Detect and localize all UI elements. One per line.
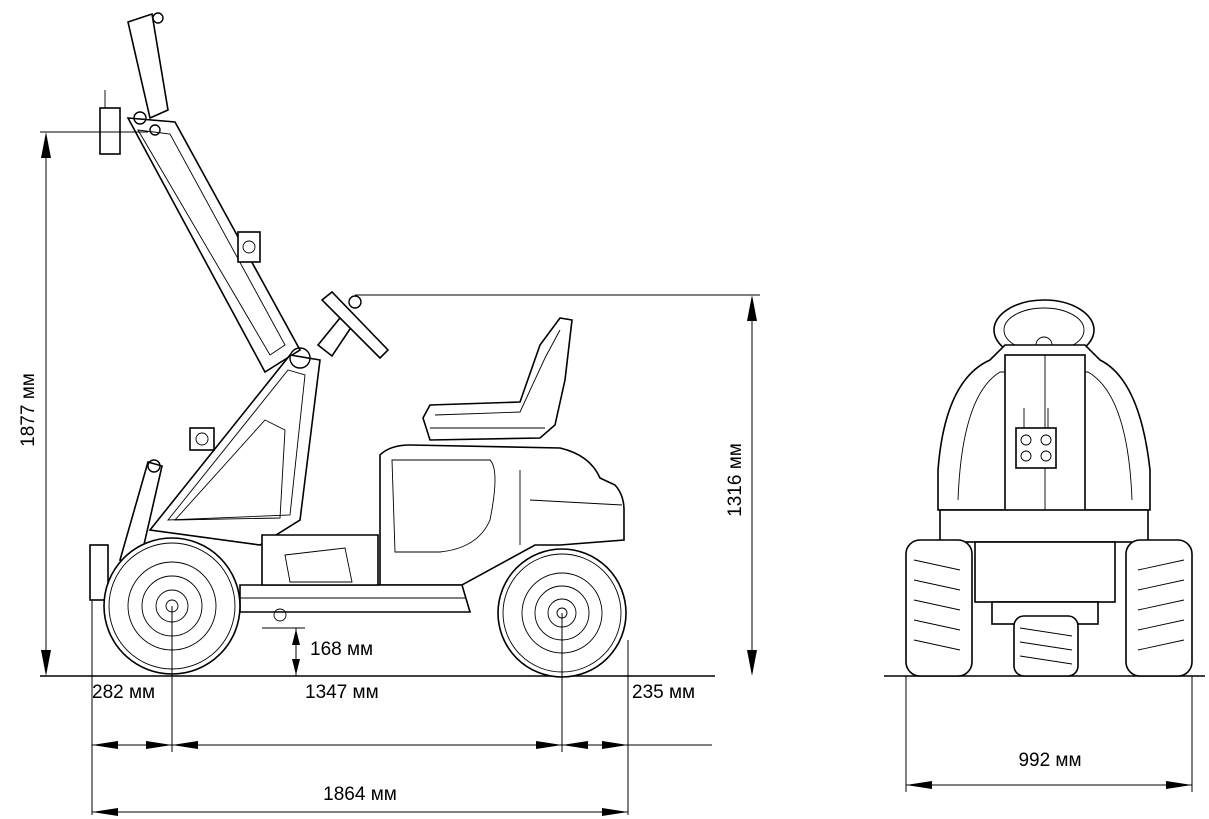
label-front-overhang: 282 мм bbox=[92, 682, 155, 703]
front-right-wheel bbox=[1125, 539, 1193, 677]
front-left-wheel bbox=[905, 539, 973, 677]
label-cab-height: 1316 мм bbox=[725, 443, 746, 517]
label-rear-overhang: 235 мм bbox=[632, 682, 695, 703]
dimension-lines-front bbox=[905, 676, 1193, 792]
label-wheelbase: 1347 мм bbox=[305, 682, 379, 703]
dimension-lines-side bbox=[40, 131, 760, 816]
label-overall-height: 1877 мм bbox=[18, 373, 39, 447]
label-overall-length: 1864 мм bbox=[323, 784, 397, 805]
front-view-loader bbox=[884, 299, 1205, 677]
label-ground-clearance: 168 мм bbox=[310, 639, 373, 660]
side-view-loader bbox=[40, 12, 715, 678]
rear-center-wheel bbox=[1013, 615, 1079, 677]
label-width: 992 мм bbox=[1018, 750, 1081, 771]
